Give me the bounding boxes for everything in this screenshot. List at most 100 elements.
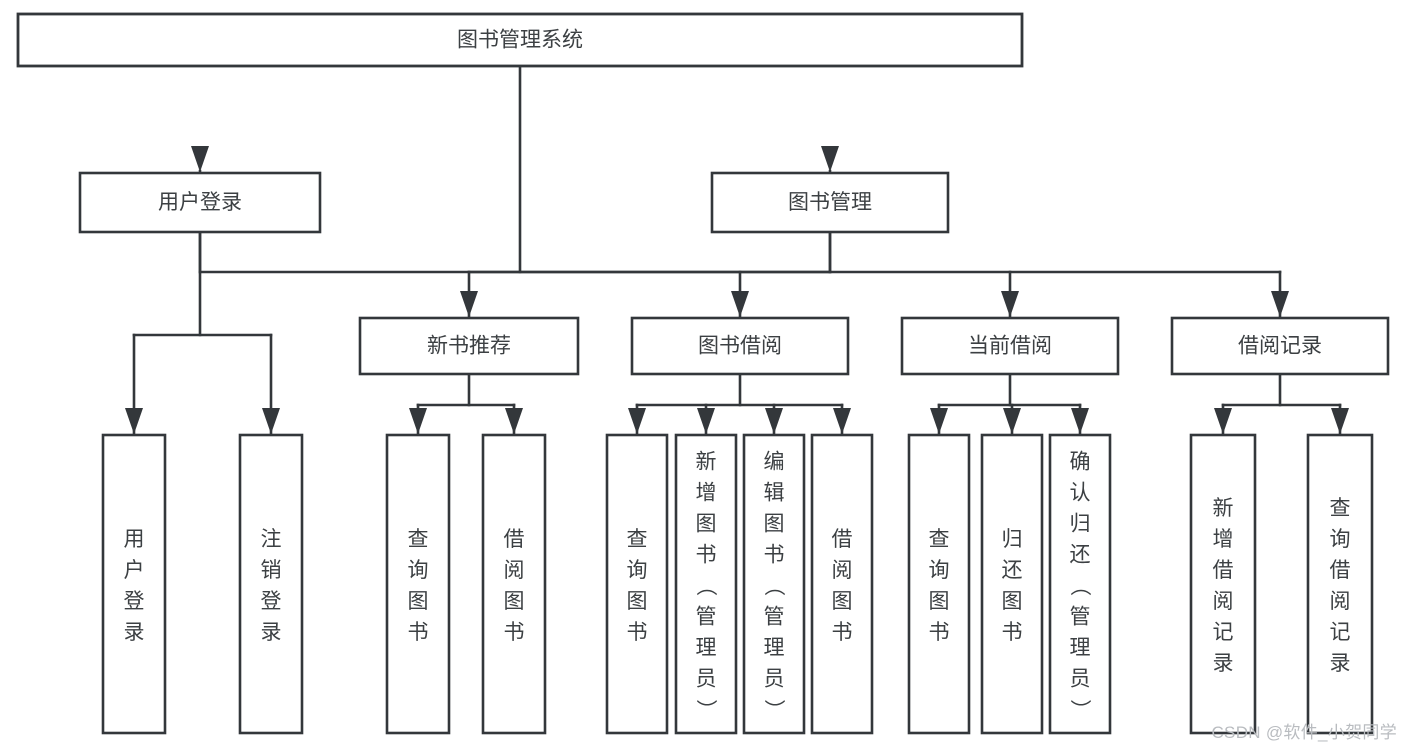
- node-leaf-borrow-book-2-box[interactable]: [810, 433, 874, 735]
- book-manage-to-l3-arrow-1: [731, 291, 749, 317]
- node-leaf-query-book-1-label-char: 查: [408, 528, 429, 551]
- node-leaf-add-book-label-char: 员: [696, 668, 717, 691]
- node-leaf-edit-book-box[interactable]: [742, 433, 806, 735]
- node-leaf-add-record-label-char: 录: [1213, 652, 1234, 675]
- node-leaf-return-book-label-char: 还: [1002, 559, 1023, 582]
- node-leaf-logout-label-char: 销: [261, 559, 282, 582]
- node-borrow-record-label: 借阅记录: [1238, 335, 1322, 358]
- node-leaf-return-book-box[interactable]: [980, 433, 1044, 735]
- node-leaf-add-book-label-char: 管: [696, 606, 717, 629]
- node-new-book-recommend[interactable]: 新书推荐: [358, 316, 580, 376]
- node-borrow-record[interactable]: 借阅记录: [1170, 316, 1390, 376]
- node-leaf-confirm-return-label-char: 员: [1070, 668, 1091, 691]
- node-leaf-query-record-label-char: 借: [1330, 559, 1351, 582]
- node-leaf-user-login[interactable]: 用户登录: [101, 433, 167, 735]
- node-leaf-borrow-book-2-label-char: 借: [832, 528, 853, 551]
- new-book-recommend-to-leaves-arrow-1: [505, 408, 523, 434]
- node-leaf-user-login-label-char: 录: [124, 621, 145, 644]
- borrow-record-to-leaves-arrow-0: [1214, 408, 1232, 434]
- node-leaf-query-book-2-label-char: 书: [627, 621, 648, 644]
- node-leaf-borrow-book-1-label-char: 图: [504, 590, 525, 613]
- current-borrow-to-leaves-arrow-1: [1003, 408, 1021, 434]
- book-borrow-to-leaves-arrow-0: [628, 408, 646, 434]
- node-leaf-query-book-2-label-char: 查: [627, 528, 648, 551]
- node-new-book-recommend-label: 新书推荐: [427, 335, 511, 358]
- node-user-login-box[interactable]: [78, 171, 322, 234]
- node-leaf-logout-box[interactable]: [238, 433, 304, 735]
- current-borrow-to-leaves-arrow-2: [1071, 408, 1089, 434]
- node-user-login[interactable]: 用户登录: [78, 171, 322, 234]
- node-leaf-query-record-label-char: 记: [1330, 621, 1351, 644]
- node-leaf-confirm-return-label-char: ）: [1068, 699, 1091, 720]
- book-borrow-to-leaves-arrow-3: [833, 408, 851, 434]
- borrow-record-to-leaves-arrow-1: [1331, 408, 1349, 434]
- node-current-borrow-box[interactable]: [900, 316, 1120, 376]
- node-leaf-query-book-1-label-char: 图: [408, 590, 429, 613]
- node-leaf-edit-book-label-char: 管: [764, 606, 785, 629]
- root-to-l2-arrow-1: [821, 146, 839, 172]
- node-leaf-add-record-label-char: 借: [1213, 559, 1234, 582]
- csdn-watermark: CSDN @软件_小贺同学: [1211, 723, 1397, 742]
- node-leaf-confirm-return-label-char: 还: [1070, 544, 1091, 567]
- node-leaf-query-book-3-label-char: 查: [929, 528, 950, 551]
- node-leaf-add-book-box[interactable]: [674, 433, 738, 735]
- node-leaf-confirm-return-label-char: 认: [1070, 482, 1091, 505]
- node-leaf-add-book-label-char: 新: [696, 451, 717, 474]
- node-leaf-add-record-box[interactable]: [1189, 433, 1257, 735]
- book-manage-to-l3-arrow-0: [460, 291, 478, 317]
- current-borrow-to-leaves-arrow-0: [930, 408, 948, 434]
- node-leaf-borrow-book-1-label-char: 书: [504, 621, 525, 644]
- node-book-manage[interactable]: 图书管理: [710, 171, 950, 234]
- node-root-system[interactable]: 图书管理系统: [16, 12, 1024, 68]
- node-leaf-user-login-label-char: 用: [124, 528, 145, 551]
- node-book-manage-label: 图书管理: [788, 191, 872, 214]
- user-login-to-leaves-arrow-0: [125, 408, 143, 434]
- node-leaf-add-record-label-char: 新: [1213, 497, 1234, 520]
- node-book-manage-box[interactable]: [710, 171, 950, 234]
- node-leaf-user-login-label-char: 登: [124, 590, 145, 613]
- node-leaf-return-book-label-char: 归: [1002, 528, 1023, 551]
- node-leaf-borrow-book-1-box[interactable]: [481, 433, 547, 735]
- node-leaf-query-book-2-label-char: 图: [627, 590, 648, 613]
- node-book-borrow[interactable]: 图书借阅: [630, 316, 850, 376]
- node-leaf-query-book-3-box[interactable]: [907, 433, 971, 735]
- node-leaf-query-book-1-box[interactable]: [385, 433, 451, 735]
- node-leaf-query-book-2-box[interactable]: [605, 433, 669, 735]
- node-leaf-user-login-box[interactable]: [101, 433, 167, 735]
- node-current-borrow-label: 当前借阅: [968, 335, 1052, 358]
- node-leaf-user-login-label-char: 户: [124, 559, 145, 582]
- node-user-login-label: 用户登录: [158, 191, 242, 214]
- node-leaf-confirm-return-label-char: 确: [1070, 451, 1091, 474]
- node-leaf-confirm-return-box[interactable]: [1048, 433, 1112, 735]
- node-root-system-label: 图书管理系统: [457, 29, 583, 52]
- node-current-borrow[interactable]: 当前借阅: [900, 316, 1120, 376]
- node-leaf-add-record-label-char: 记: [1213, 621, 1234, 644]
- node-leaf-return-book-label-char: 图: [1002, 590, 1023, 613]
- node-leaf-query-book-3-label-char: 图: [929, 590, 950, 613]
- node-leaf-edit-book-label-char: 辑: [764, 482, 785, 505]
- node-leaf-add-book-label-char: （: [694, 575, 717, 596]
- node-leaf-query-book-1-label-char: 询: [408, 559, 429, 582]
- node-root-system-box[interactable]: [16, 12, 1024, 68]
- user-login-to-leaves-arrow-1: [262, 408, 280, 434]
- node-leaf-query-record-box[interactable]: [1306, 433, 1374, 735]
- node-leaf-logout-label-char: 登: [261, 590, 282, 613]
- node-new-book-recommend-box[interactable]: [358, 316, 580, 376]
- node-book-borrow-box[interactable]: [630, 316, 850, 376]
- node-borrow-record-box[interactable]: [1170, 316, 1390, 376]
- node-book-borrow-label: 图书借阅: [698, 335, 782, 358]
